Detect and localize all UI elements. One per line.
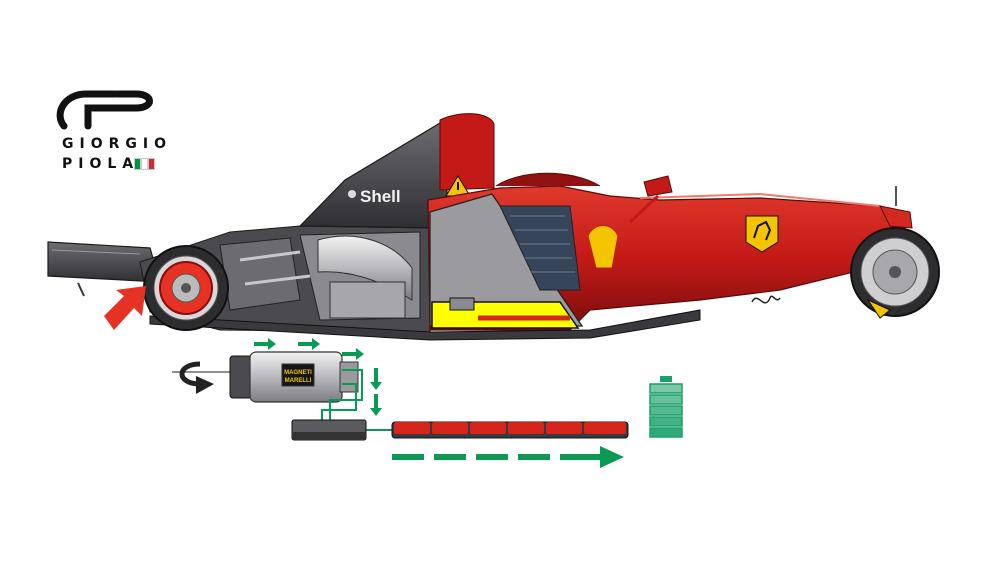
gauge-cell — [649, 383, 683, 394]
battery-cell — [546, 422, 582, 434]
gauge-cell — [649, 416, 683, 427]
gauge-cells — [649, 383, 683, 438]
car-floor — [149, 309, 701, 341]
rear-wheel — [143, 245, 229, 331]
flow-arrow-down-icon — [370, 394, 382, 416]
gauge-cell — [649, 394, 683, 405]
gauge-terminal — [660, 376, 672, 382]
flow-dash — [392, 454, 424, 460]
flag-stripe — [134, 158, 141, 170]
magneti-marelli-label — [281, 363, 315, 387]
flow-arrow-right-icon — [298, 338, 320, 350]
flag-stripe — [148, 158, 155, 170]
flow-arrow-down-icon — [370, 368, 382, 390]
flow-dash — [434, 454, 466, 460]
flow-arrow-head-icon — [600, 446, 624, 468]
flow-dash — [476, 454, 508, 460]
motor-generator-unit: MAGNETI MARELLI — [229, 351, 359, 403]
kers-control-unit — [449, 297, 475, 311]
flag-stripe — [141, 158, 148, 170]
charge-flow-arrow — [392, 446, 624, 468]
energy-flow-arrows — [254, 338, 382, 416]
brake-callout-arrow-icon — [104, 286, 146, 330]
engine-cover — [298, 113, 495, 229]
battery-charge-gauge — [649, 376, 683, 438]
logo-line-piola: PIOLA — [62, 156, 140, 172]
radiator-panel — [429, 193, 584, 327]
battery-cell — [394, 422, 430, 434]
shell-sponsor-label: Shell — [348, 187, 401, 206]
logo-line-giorgio: GIORGIO — [62, 136, 172, 152]
shell-dot-icon — [348, 190, 356, 198]
front-wheel — [850, 227, 940, 319]
gauge-cell — [649, 405, 683, 416]
giorgio-piola-logo: GIORGIO PIOLA — [56, 88, 166, 172]
motor-label-line2: MARELLI — [285, 378, 312, 384]
gauge-cell — [649, 427, 683, 438]
battery-cell — [432, 422, 468, 434]
motor-label-line1: MAGNETI — [284, 370, 312, 376]
shell-text: Shell — [360, 187, 401, 206]
flow-dash — [518, 454, 550, 460]
flow-arrow-right-icon — [254, 338, 276, 350]
artist-signature — [751, 295, 781, 304]
control-electronics-box — [291, 419, 367, 441]
flow-dash — [560, 454, 600, 460]
italian-flag-icon — [134, 158, 155, 170]
battery-cell — [470, 422, 506, 434]
battery-cell — [508, 422, 544, 434]
rotation-arrow-icon — [172, 361, 234, 394]
flow-arrow-right-icon — [342, 348, 364, 360]
prancing-horse-icon — [745, 215, 779, 253]
wiring-harness — [321, 369, 392, 431]
kers-housing-highlight — [431, 297, 580, 329]
gp-monogram-icon — [56, 90, 153, 130]
battery-pack — [391, 421, 629, 439]
battery-cell — [584, 422, 626, 434]
